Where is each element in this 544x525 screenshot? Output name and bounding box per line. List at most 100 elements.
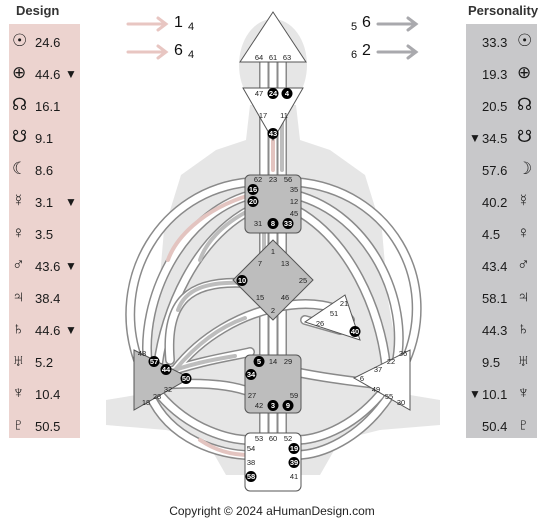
- mercury-icon: ☿: [12, 191, 25, 210]
- down-triangle-icon: ▼: [469, 387, 481, 401]
- sacral-gate-42: 42: [255, 401, 263, 410]
- throat-gate-56: 56: [284, 175, 292, 184]
- gate-line-value: 33.3: [482, 35, 508, 50]
- down-triangle-icon: ▼: [65, 259, 77, 273]
- activated-gate-marker: [282, 218, 294, 229]
- design-bottom-arrow-icon: [126, 44, 169, 60]
- gate-line-value: 57.6: [482, 163, 508, 178]
- sacral-gate-3: 3: [271, 401, 275, 410]
- design-row-mercury: ☿3.1▼: [9, 186, 80, 218]
- personality-top-variable: 6: [362, 14, 371, 31]
- sacral-gate-34: 34: [247, 370, 256, 379]
- neptune-icon: ♆: [12, 383, 25, 402]
- root-gate-52: 52: [284, 434, 292, 443]
- head-gate-61: 61: [269, 53, 277, 62]
- g-center: [232, 239, 314, 321]
- sacral-gate-9: 9: [286, 401, 290, 410]
- activated-gate-marker: [253, 356, 265, 367]
- solar-plexus-gate-6: 6: [360, 374, 364, 383]
- gate-line-value: 43.6: [35, 259, 61, 274]
- personality-bottom-variable-sub: 6: [351, 49, 358, 61]
- gate-line-value: 9.1: [35, 131, 54, 146]
- gate-line-value: 58.1: [482, 291, 508, 306]
- root-gate-53: 53: [255, 434, 263, 443]
- design-top-variable: 1: [174, 14, 183, 31]
- variable-arrows: [126, 16, 419, 60]
- venus-icon: ♀: [12, 223, 25, 242]
- solar-plexus-gate-49: 49: [372, 385, 380, 394]
- personality-row-mercury: ☿40.2: [466, 186, 537, 218]
- gate-line-value: 3.5: [35, 227, 54, 242]
- root-gate-60: 60: [269, 434, 277, 443]
- activated-gate-marker: [288, 457, 300, 468]
- heart-center: [303, 294, 361, 341]
- throat-gate-62: 62: [254, 175, 262, 184]
- ajna-gate-4: 4: [285, 89, 290, 98]
- root-gate-41: 41: [290, 472, 298, 481]
- design-row-mars: ♂ 43.6 ▼: [9, 250, 80, 282]
- design-top-arrow-icon: [126, 16, 169, 32]
- spleen-gate-32: 32: [164, 385, 172, 394]
- gate-line-value: 44.3: [482, 323, 508, 338]
- personality-row-uranus: ♅9.5: [466, 346, 537, 378]
- down-triangle-icon: ▼: [65, 67, 77, 81]
- personality-row-pluto: ♇50.4: [466, 410, 537, 442]
- activated-gate-marker: [245, 471, 257, 482]
- design-bottom-variable: 6: [174, 42, 183, 59]
- activated-gate-marker: [288, 443, 300, 454]
- activated-gate-marker: [267, 128, 279, 139]
- activated-gate-marker: [247, 184, 259, 195]
- root-gate-38: 38: [247, 458, 255, 467]
- sacral-gate-29: 29: [284, 357, 292, 366]
- design-row-north-node: ☊16.1: [9, 90, 80, 122]
- gate-line-value: 50.5: [35, 419, 61, 434]
- heart-gate-26: 26: [316, 319, 324, 328]
- spleen-gate-57: 57: [150, 357, 158, 366]
- head-gate-63: 63: [283, 53, 291, 62]
- personality-top-arrow-icon: [376, 16, 419, 32]
- personality-planets-panel: ☉33.3⊕19.3☊20.5☋34.5▼☽57.6☿40.2♀4.5♂43.4…: [466, 24, 537, 438]
- activated-gate-marker: [281, 88, 293, 99]
- throat-gate-35: 35: [290, 185, 298, 194]
- throat-gate-45: 45: [290, 209, 298, 218]
- neptune-icon: ♆: [517, 383, 530, 402]
- solar-plexus-gate-55: 55: [385, 392, 393, 401]
- sacral-center: [244, 354, 302, 414]
- throat-gate-12: 12: [290, 197, 298, 206]
- south-node-icon: ☋: [517, 127, 533, 146]
- g-gate-13: 13: [281, 259, 289, 268]
- pluto-icon: ♇: [12, 415, 25, 434]
- earth-icon: ⊕: [12, 63, 27, 82]
- root-gate-19: 19: [290, 444, 298, 453]
- earth-icon: ⊕: [517, 63, 532, 82]
- gate-line-value: 43.4: [482, 259, 508, 274]
- activated-gate-marker: [247, 196, 259, 207]
- sacral-gate-59: 59: [290, 391, 298, 400]
- spleen-gate-18: 18: [142, 398, 150, 407]
- gate-line-value: 20.5: [482, 99, 508, 114]
- root-center: [244, 432, 302, 492]
- mars-icon: ♂: [12, 255, 25, 274]
- personality-bottom-variable: 2: [362, 42, 371, 59]
- gate-line-value: 9.5: [482, 355, 501, 370]
- root-gate-58: 58: [247, 472, 255, 481]
- throat-gate-33: 33: [284, 219, 292, 228]
- activated-gate-marker: [267, 88, 279, 99]
- head-center: [239, 11, 307, 63]
- throat-gate-8: 8: [271, 219, 275, 228]
- heart-gate-40: 40: [351, 327, 359, 336]
- jupiter-icon: ♃: [517, 287, 530, 306]
- spleen-center: [133, 349, 192, 411]
- sun-icon: ☉: [517, 31, 533, 50]
- g-gate-46: 46: [281, 293, 289, 302]
- copyright: Copyright © 2024 aHumanDesign.com: [169, 504, 375, 518]
- spleen-gate-48: 48: [138, 349, 146, 358]
- activated-gate-marker: [245, 369, 257, 380]
- ajna-gate-24: 24: [269, 89, 278, 98]
- personality-bottom-arrow-icon: [376, 44, 419, 60]
- venus-icon: ♀: [517, 223, 530, 242]
- gate-line-value: 10.4: [35, 387, 61, 402]
- gate-line-value: 44.6: [35, 323, 61, 338]
- north-node-icon: ☊: [12, 95, 28, 114]
- throat-gate-16: 16: [249, 185, 257, 194]
